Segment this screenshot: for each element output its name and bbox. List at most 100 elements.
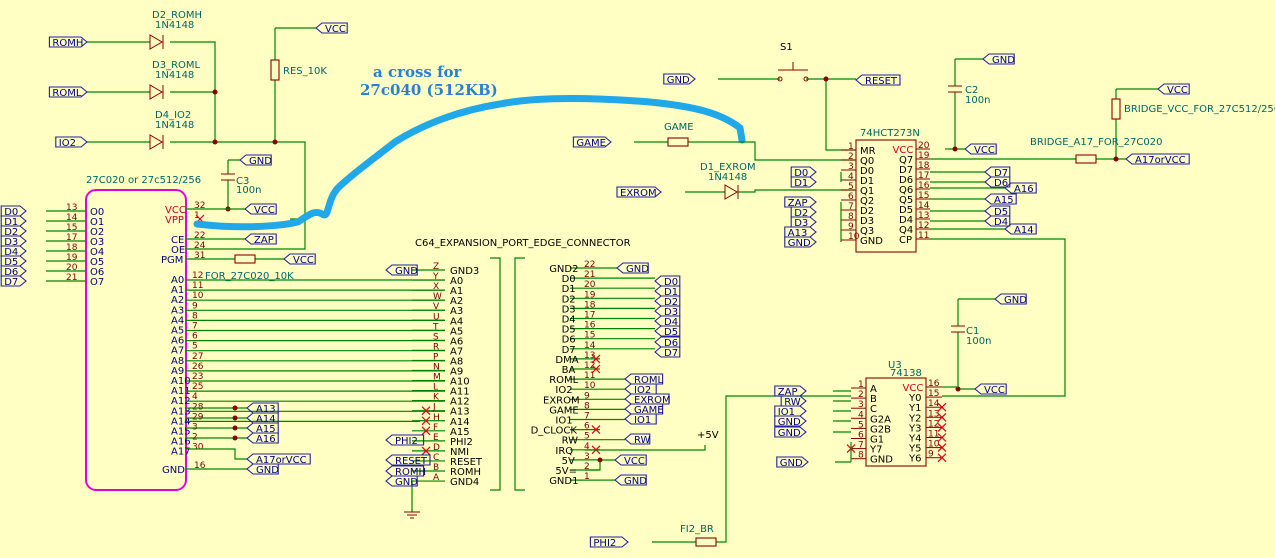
decoder-pin-name: A (870, 384, 877, 395)
res-game-icon (667, 137, 689, 147)
net-label-text: D0 (794, 168, 808, 179)
decoder-pin-name: Y2 (908, 413, 921, 424)
connector-right-signal: D7 (562, 345, 576, 356)
connector-left-pin: H (433, 413, 440, 423)
connector-right-signal: IO1 (555, 416, 572, 427)
connector-left-pin: L (433, 383, 438, 393)
decoder-pin-name: Y6 (908, 454, 921, 465)
decoder-pin-name: G1 (870, 435, 884, 446)
ground-symbol-icon (404, 511, 420, 519)
eprom-data-pin-name: O7 (90, 277, 104, 288)
d1-val: 1N4148 (708, 172, 747, 183)
connector-right-pin: 4 (584, 442, 590, 452)
noconnect-icon (937, 412, 947, 422)
diode-d4-icon (149, 134, 164, 150)
decoder-pin-num: 11 (928, 430, 939, 440)
net-label-zap-d: ZAP (774, 385, 807, 398)
net-label-gnd2: GND (616, 262, 649, 275)
latch-pin-num: 3 (848, 162, 854, 172)
decoder-body (865, 377, 927, 467)
decoder-title: 74138 (890, 368, 922, 379)
noconnect-icon (591, 364, 601, 374)
decoder-pin-num: 13 (928, 409, 939, 419)
decoder-pin-num: 14 (928, 399, 940, 409)
connector-title: C64_EXPANSION_PORT_EDGE_CONNECTOR (415, 238, 631, 249)
connector-left-pin: E (433, 433, 439, 443)
connector-left-signal: A15 (450, 427, 470, 438)
net-label-text: A13 (788, 228, 808, 239)
eprom-ctrl-pin-name: VCC (165, 205, 186, 216)
connector-left-signal: A5 (450, 326, 463, 337)
net-label-game-l: GAME (572, 136, 612, 149)
net-label-text: D3 (4, 237, 18, 248)
net-label-text: A15 (256, 424, 276, 435)
eprom-data-pin-name: O1 (90, 217, 104, 228)
net-label-romh-l: ROMH (385, 465, 426, 478)
decoder-pin-name: G2A (870, 414, 891, 425)
net-label-gnd-c1: GND (994, 293, 1027, 306)
net-label-text: ZAP (254, 235, 274, 246)
connector-left-signal: A10 (450, 377, 470, 388)
decoder-pin-name: VCC (903, 383, 924, 394)
connector-right-signal: GND1 (549, 476, 578, 487)
net-label-romh: ROMH (48, 36, 88, 49)
net-label-a15: A15 (246, 422, 279, 435)
res-10k-label: RES_10K (283, 66, 327, 77)
net-label-text: D4 (4, 247, 18, 258)
net-label-roml: ROML (48, 86, 88, 99)
latch-pin-num: 14 (918, 201, 930, 211)
connector-right-pin: 21 (584, 270, 595, 280)
eprom-data-pin-num: 14 (66, 213, 78, 223)
connector-left-signal: A7 (450, 346, 463, 357)
c3-val: 100n (236, 185, 261, 196)
net-label-text: GAME (576, 138, 606, 149)
net-label-text: D1 (4, 217, 18, 228)
connector-right-signal: GAME (549, 405, 579, 416)
connector-right-pin: 16 (584, 321, 596, 331)
connector-right-signal: IO2 (555, 385, 572, 396)
connector-left-pin: J (432, 403, 436, 413)
res-bridge-a17-icon (1075, 154, 1097, 164)
net-label-a17vcc-eprom: A17orVCC (246, 453, 311, 466)
net-label-cd5: D5 (654, 325, 681, 338)
eprom-data-pin-name: O5 (90, 257, 104, 268)
connector-right-pin: 9 (584, 391, 590, 401)
latch-pin-num: 12 (918, 221, 929, 231)
net-label-gnd-s1: GND (663, 73, 696, 86)
latch-pin-name: Q3 (860, 226, 874, 237)
connector-left-pin: S (433, 332, 439, 342)
connector-right-signal: D1 (562, 284, 576, 295)
net-label-cd1: D1 (654, 285, 681, 298)
eprom-ctrl-pin-num: 24 (194, 241, 206, 251)
decoder-ref: U3 (888, 360, 902, 371)
net-label-exrom-c: EXROM (624, 393, 671, 406)
net-label-text: VCC (1167, 85, 1188, 96)
cross-comment-line2: 27c040 (512KB) (360, 81, 498, 99)
net-label-io2-c: IO2 (624, 383, 657, 396)
net-label-text: GND (249, 156, 272, 167)
net-label-text: GND (667, 75, 690, 86)
net-label-ld5: D5 (984, 205, 1011, 218)
net-label-text: D2 (4, 227, 18, 238)
net-label-cd3: D3 (654, 305, 681, 318)
net-label-text: ROMH (52, 38, 83, 49)
decoder-pin-num: 1 (858, 380, 864, 390)
connector-right-signal: GND2 (549, 264, 578, 275)
res-pgm-icon (234, 254, 256, 264)
connector-left-signal: A8 (450, 356, 463, 367)
net-label-text: VCC (974, 145, 995, 156)
latch-pin-name: Q6 (899, 185, 913, 196)
eprom-ctrl-pin-name: OE (171, 245, 185, 256)
capacitor-c3: C3 100n (221, 159, 261, 212)
eprom-addr-pin-name: A12 (171, 396, 191, 407)
net-label-text: D3 (664, 307, 678, 318)
net-label-text: D6 (4, 267, 18, 278)
noconnect-icon (937, 443, 947, 453)
latch-pin-name: GND (860, 236, 883, 247)
eprom-addr-pin-num: 25 (192, 382, 203, 392)
latch-pin-num: 6 (848, 192, 854, 202)
connector-right-signal: D0 (562, 274, 576, 285)
d2-val: 1N4148 (155, 20, 194, 31)
latch-pin-num: 19 (918, 151, 930, 161)
